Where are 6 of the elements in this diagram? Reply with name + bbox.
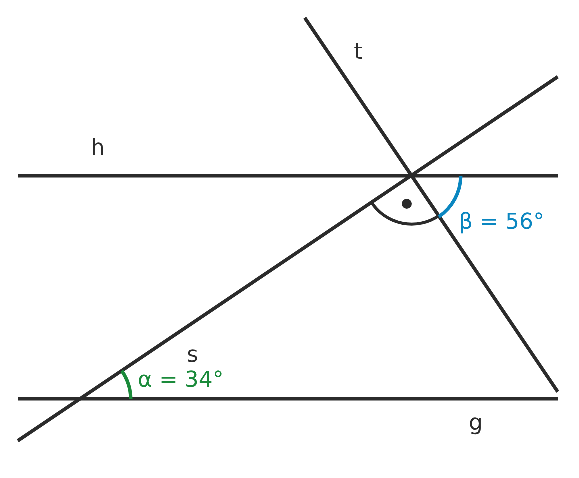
line-label: h: [91, 136, 105, 162]
angle-label: β = 56°: [459, 210, 544, 236]
line-label: t: [354, 40, 363, 66]
line-label: s: [187, 343, 198, 369]
angle-label: α = 34°: [138, 368, 224, 394]
line-label: g: [469, 411, 483, 437]
